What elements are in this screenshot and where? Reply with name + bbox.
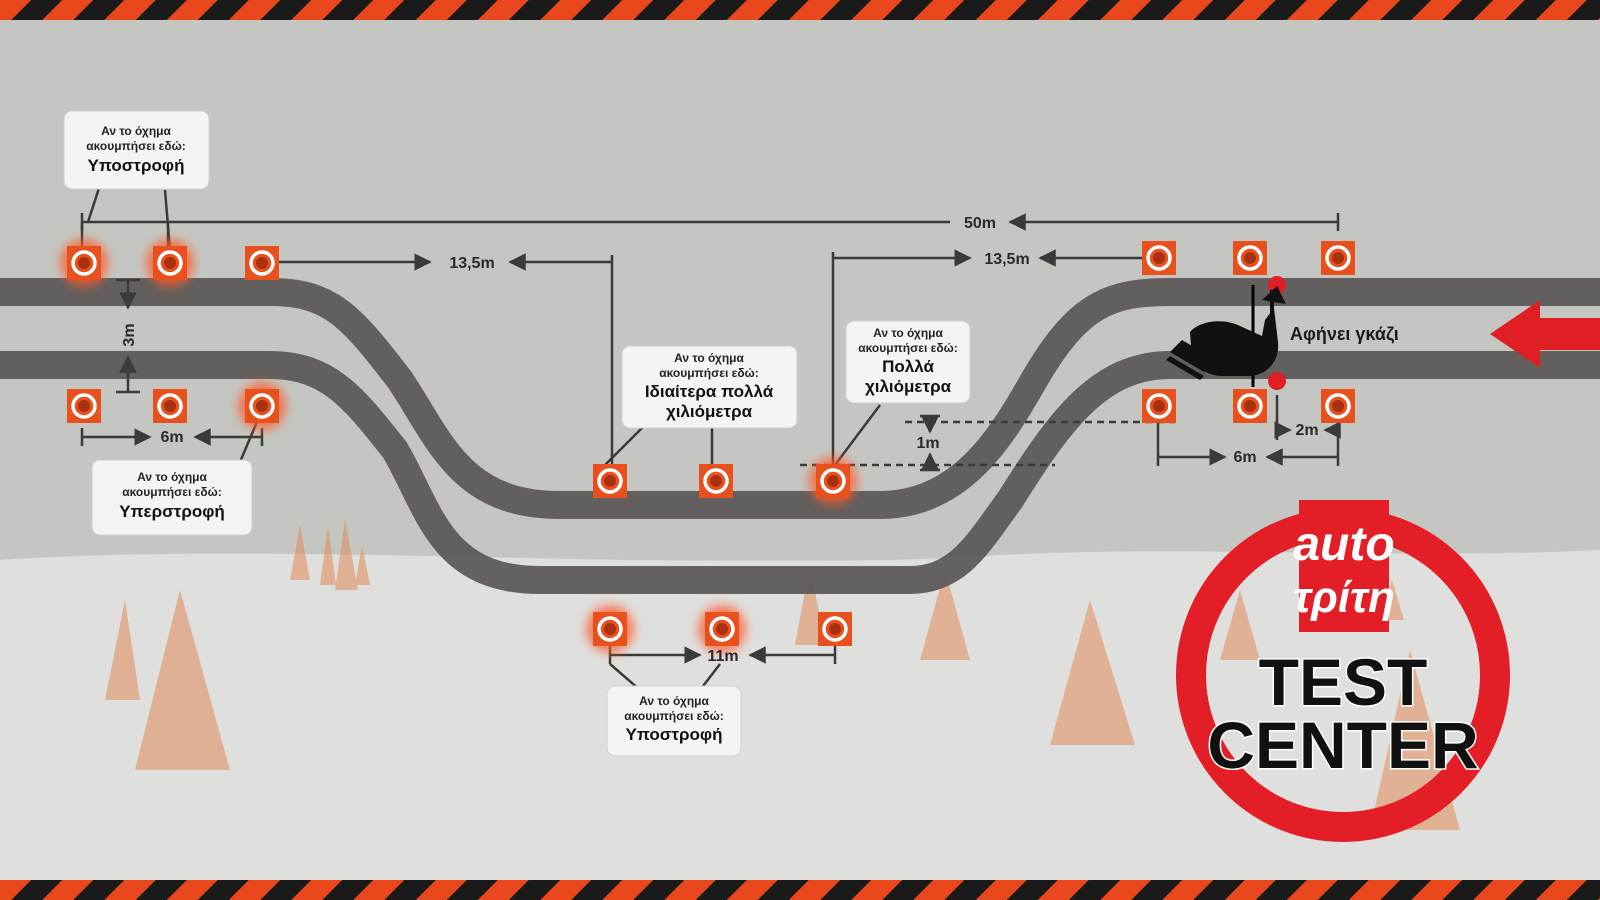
driving-direction-arrow-icon: [1490, 300, 1600, 368]
callout-center-line1: Αν το όχημα: [674, 351, 744, 365]
cone-marker-icon: [1321, 241, 1355, 275]
logo-title-center: CENTER: [1207, 708, 1478, 782]
label-exit-gap: 13,5m: [984, 251, 1029, 268]
callout-top-left-line1: Αν το όχημα: [101, 124, 171, 138]
logo-brand-bottom: τρίτη: [1293, 573, 1395, 622]
callout-bottom-line2: ακουμπήσει εδώ:: [624, 709, 724, 723]
cone-marker-icon: [1321, 389, 1355, 423]
callout-left-bottom-line2: ακουμπήσει εδώ:: [122, 485, 222, 499]
foot-off-pedal-icon: [1166, 286, 1286, 380]
cone-marker-icon: [699, 464, 733, 498]
callout-bottom-line1: Αν το όχημα: [639, 694, 709, 708]
measurement-labels: 50m 13,5m 13,5m 3m 6m 1m 11m 6m 2m Αφήνε…: [121, 215, 1399, 665]
callout-center-right-result1: Πολλά: [882, 357, 934, 376]
label-bottom-gate: 11m: [707, 648, 738, 665]
hazard-stripe-top: [0, 0, 1600, 20]
callout-bottom: Αν το όχημα ακουμπήσει εδώ: Υποστροφή: [606, 685, 742, 757]
callout-center-right-line1: Αν το όχημα: [873, 326, 943, 340]
gate-dot-top: [1268, 276, 1286, 294]
callout-center: Αν το όχημα ακουμπήσει εδώ: Ιδιαίτερα πο…: [621, 345, 798, 429]
cone-marker-icon: [1233, 389, 1267, 423]
cone-marker-icon: [146, 239, 194, 287]
callout-center-right-result2: χιλιόμετρα: [865, 377, 952, 396]
callout-left-bottom-result: Υπερστροφή: [119, 502, 225, 521]
logo-brand-top: auto: [1293, 518, 1394, 571]
cone-marker-icon: [153, 389, 187, 423]
callout-center-right-line2: ακουμπήσει εδώ:: [858, 341, 958, 355]
cone-marker-icon: [593, 464, 627, 498]
callout-bottom-result: Υποστροφή: [626, 725, 723, 744]
callout-top-left-result: Υποστροφή: [88, 156, 185, 175]
callout-left-bottom-line1: Αν το όχημα: [137, 470, 207, 484]
cone-marker-icon: [245, 246, 279, 280]
callout-left-bottom: Αν το όχημα ακουμπήσει εδώ: Υπερστροφή: [91, 459, 253, 536]
logo-title-test: TEST: [1259, 645, 1428, 719]
callout-center-result1: Ιδιαίτερα πολλά: [645, 382, 774, 401]
cone-marker-icon: [586, 605, 634, 653]
gate-dot-bottom: [1268, 372, 1286, 390]
cone-marker-icon: [1142, 389, 1176, 423]
vehicle-track: [0, 278, 1600, 594]
hazard-stripe-bottom: [0, 880, 1600, 900]
track-inner: [0, 278, 1600, 519]
track-outer: [0, 351, 1600, 594]
cone-marker-icon: [238, 382, 286, 430]
cone-marker-icon: [698, 605, 746, 653]
label-total-length: 50m: [964, 215, 996, 232]
label-left-gate: 6m: [160, 429, 183, 446]
label-action: Αφήνει γκάζι: [1290, 324, 1399, 345]
cone-marker-icon: [818, 612, 852, 646]
cone-marker-icon: [60, 239, 108, 287]
callout-center-right: Αν το όχημα ακουμπήσει εδώ: Πολλά χιλιόμ…: [845, 320, 971, 404]
label-entry-gap: 13,5m: [449, 255, 494, 272]
label-right-sub: 2m: [1295, 422, 1318, 439]
label-right-gate: 6m: [1233, 449, 1256, 466]
callout-center-line2: ακουμπήσει εδώ:: [659, 366, 759, 380]
cone-markers: [60, 239, 1355, 653]
label-lane-width: 3m: [121, 323, 138, 346]
label-offset: 1m: [916, 435, 939, 452]
cone-marker-icon: [1233, 241, 1267, 275]
callout-top-left: Αν το όχημα ακουμπήσει εδώ: Υποστροφή: [63, 110, 210, 190]
callout-center-result2: χιλιόμετρα: [666, 402, 753, 421]
auto-triti-test-center-logo: auto τρίτη TEST CENTER: [1176, 500, 1510, 842]
callout-top-left-line2: ακουμπήσει εδώ:: [86, 139, 186, 153]
cone-marker-icon: [809, 457, 857, 505]
cone-marker-icon: [67, 389, 101, 423]
cone-marker-icon: [1142, 241, 1176, 275]
